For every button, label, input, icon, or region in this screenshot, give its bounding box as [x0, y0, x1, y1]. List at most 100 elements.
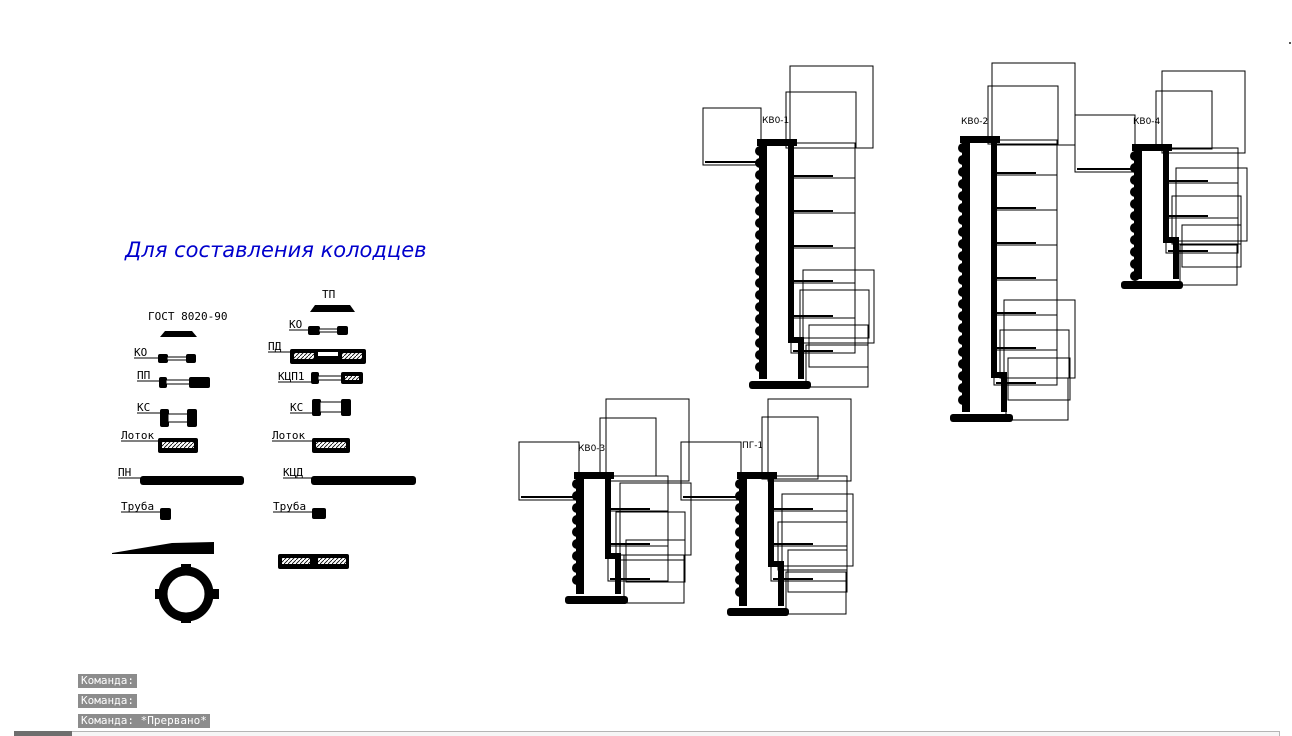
- drawing-title: Для составления колодцев: [124, 238, 427, 262]
- well-annotation-box: [761, 416, 819, 480]
- well-side-box: [1074, 114, 1136, 173]
- well-ring-row: [993, 174, 1058, 211]
- legend-symbol-truba-left: [160, 508, 171, 520]
- well-side-box: [518, 441, 580, 501]
- well-rung: [735, 575, 745, 585]
- well-rung: [958, 395, 968, 405]
- well-rung: [735, 587, 745, 597]
- well-ring-row: [790, 282, 856, 319]
- legend-label-ko-right: КО: [289, 318, 302, 331]
- well-annotation-box: [808, 324, 869, 368]
- well-annotation-box: [1175, 167, 1248, 242]
- well-annotation-box: [767, 398, 852, 482]
- legend-label-lotok-right: Лоток: [272, 429, 305, 442]
- command-history-line: Команда:: [78, 674, 137, 688]
- well-rung: [755, 290, 765, 300]
- legend-symbol-truba-right: [312, 508, 326, 519]
- well-side-box: [680, 441, 742, 501]
- legend-label-tp: ТП: [322, 288, 335, 301]
- legend-label-kcp1: КЦП1: [278, 370, 305, 383]
- well-rung: [1130, 199, 1140, 209]
- legend-label-ks-right: КС: [290, 401, 303, 414]
- well-section: КВ0-1: [702, 65, 875, 389]
- well-annotation-box: [1161, 70, 1246, 154]
- well-ring-row: [1165, 182, 1239, 219]
- well-base-slab: [1121, 281, 1183, 289]
- well-rung: [958, 275, 968, 285]
- well-tag: ПГ-1: [742, 441, 763, 451]
- well-section: КВ0-4: [1074, 70, 1248, 289]
- well-rung: [1130, 175, 1140, 185]
- legend-label-gost: ГОСТ 8020-90: [148, 310, 227, 323]
- well-rung: [755, 218, 765, 228]
- command-line-toggle[interactable]: [14, 731, 72, 736]
- well-rung: [958, 311, 968, 321]
- well-section: ПГ-1: [680, 398, 854, 616]
- well-ring-row: [790, 177, 856, 214]
- legend-label-pd: ПД: [268, 340, 282, 353]
- well-inner-wall: [991, 140, 1007, 412]
- legend-label-truba-right: Труба: [273, 500, 306, 513]
- well-rung: [1130, 235, 1140, 245]
- well-rung: [958, 203, 968, 213]
- well-rung: [755, 170, 765, 180]
- well-annotation-box: [1003, 299, 1076, 379]
- well-rung: [572, 539, 582, 549]
- well-annotation-box: [991, 62, 1076, 146]
- well-side-box: [702, 107, 762, 166]
- legend-symbol-ko-right: [308, 326, 348, 335]
- well-inner-wall: [1163, 148, 1179, 279]
- legend-label-pn: ПН: [118, 466, 131, 479]
- legend-symbol-pd: [290, 349, 366, 364]
- well-rung: [1130, 163, 1140, 173]
- well-rung: [755, 254, 765, 264]
- well-rung: [572, 515, 582, 525]
- well-rung: [755, 338, 765, 348]
- well-rung: [735, 503, 745, 513]
- legend-symbol-ko-left: [158, 354, 196, 363]
- well-rung: [755, 182, 765, 192]
- well-annotation-box: [785, 571, 847, 615]
- legend-symbol-ks-right: [312, 399, 351, 416]
- legend-right-column: ТП КО ПД КЦП1 КС: [268, 288, 416, 569]
- well-rung: [958, 179, 968, 189]
- well-section: КВ0-3: [518, 398, 692, 604]
- well-annotation-box: [805, 344, 869, 388]
- legend-symbol-gost: [160, 331, 197, 337]
- legend-symbol-slab: [278, 554, 349, 569]
- well-annotation-box: [1155, 90, 1213, 150]
- command-history-line: Команда: *Прервано*: [78, 714, 210, 728]
- well-rung: [572, 503, 582, 513]
- well-tag: КВ0-1: [762, 116, 789, 126]
- well-rung: [958, 215, 968, 225]
- command-line-input[interactable]: [14, 731, 1280, 736]
- legend-symbol-ks-left: [160, 409, 197, 427]
- well-rung: [1130, 211, 1140, 221]
- well-rung: [958, 155, 968, 165]
- viewport-corner-mark: [1289, 42, 1291, 44]
- well-rung: [572, 551, 582, 561]
- well-rung: [958, 263, 968, 273]
- legend-symbol-pn: [140, 476, 244, 485]
- well-tag: КВ0-2: [961, 117, 988, 127]
- well-rung: [958, 287, 968, 297]
- well-rung: [1130, 247, 1140, 257]
- well-base-slab: [950, 414, 1013, 422]
- well-rung: [1130, 223, 1140, 233]
- well-rung: [572, 563, 582, 573]
- well-rung: [958, 347, 968, 357]
- well-rung: [735, 551, 745, 561]
- well-rung: [735, 515, 745, 525]
- well-annotation-box: [785, 91, 857, 149]
- well-rung: [755, 278, 765, 288]
- well-rung: [755, 158, 765, 168]
- well-rung: [958, 239, 968, 249]
- well-lid: [1132, 144, 1172, 151]
- well-rung: [755, 230, 765, 240]
- well-tag: КВ0-4: [1133, 117, 1161, 127]
- well-rung: [572, 479, 582, 489]
- well-rung: [572, 527, 582, 537]
- well-ring-row: [790, 247, 856, 284]
